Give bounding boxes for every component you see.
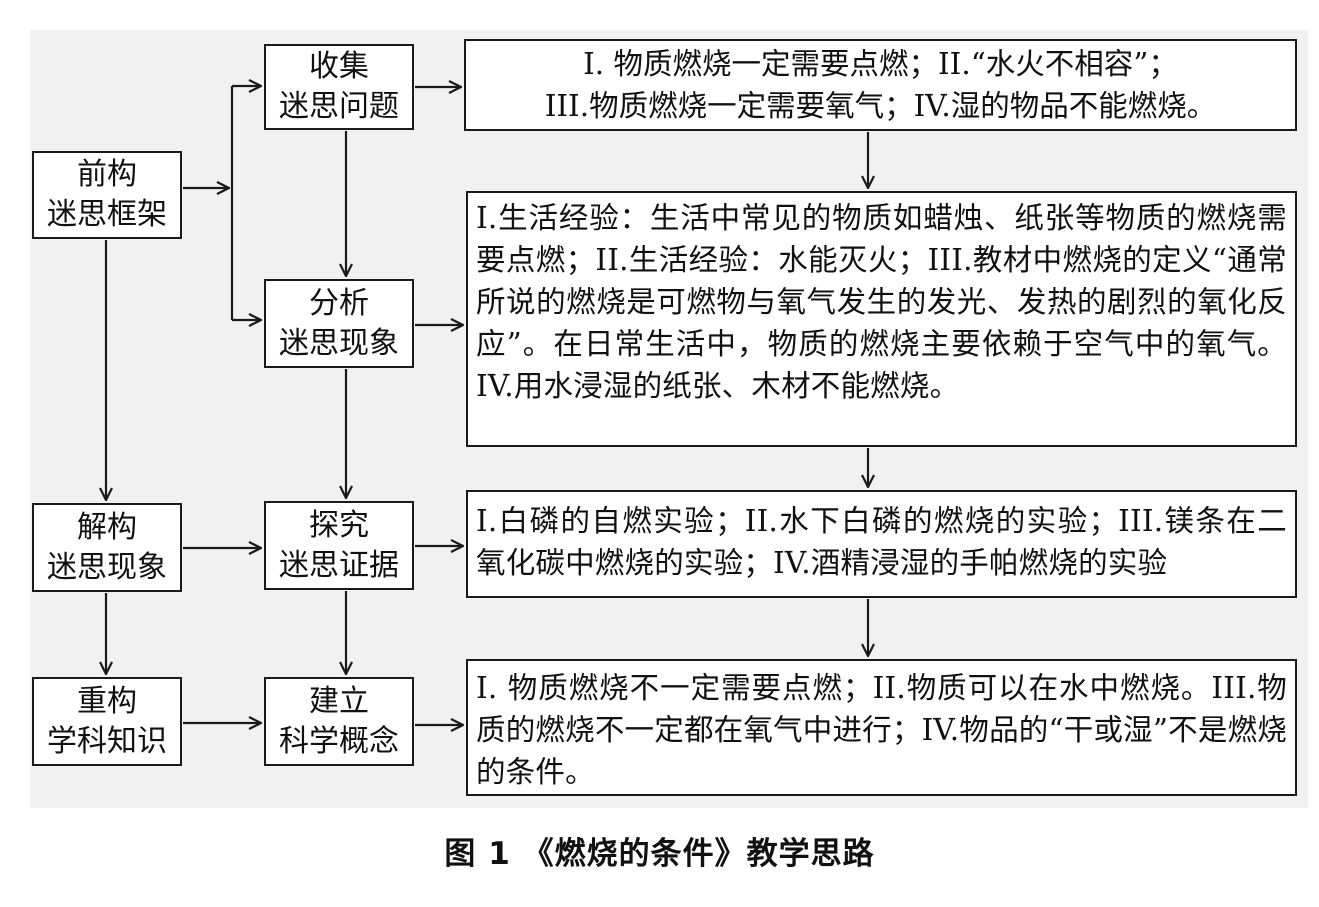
box-reconstruct-knowledge-label: 重构 学科知识 <box>47 683 167 759</box>
box-reconstruct-knowledge: 重构 学科知识 <box>32 677 182 766</box>
figure-caption: 图 1 《燃烧的条件》教学思路 <box>444 836 875 872</box>
box-establish-concepts: 建立 科学概念 <box>264 677 414 766</box>
box-deconstruct-phenomena-label: 解构 迷思现象 <box>47 509 167 585</box>
box-establish-concepts-label: 建立 科学概念 <box>279 683 399 759</box>
box-experiments: I.白磷的自燃实验；II.水下白磷的燃烧的实验；III.镁条在二氧化碳中燃烧的实… <box>466 490 1297 598</box>
box-collect-problems: 收集 迷思问题 <box>264 44 414 130</box>
box-deconstruct-phenomena: 解构 迷思现象 <box>32 503 182 592</box>
misconception-analysis-text: I.生活经验：生活中常见的物质如蜡烛、纸张等物质的燃烧需要点燃；II.生活经验：… <box>476 201 1287 403</box>
box-analyze-phenomena-label: 分析 迷思现象 <box>279 285 399 361</box>
box-explore-evidence-label: 探究 迷思证据 <box>279 507 399 583</box>
box-misconception-list: I. 物质燃烧一定需要点燃；II.“水火不相容”； III.物质燃烧一定需要氧气… <box>464 39 1297 131</box>
box-explore-evidence: 探究 迷思证据 <box>264 501 414 590</box>
box-collect-problems-label: 收集 迷思问题 <box>279 49 399 124</box>
experiments-text: I.白磷的自燃实验；II.水下白磷的燃烧的实验；III.镁条在二氧化碳中燃烧的实… <box>476 504 1287 580</box>
box-construct-framework: 前构 迷思框架 <box>32 151 182 239</box>
box-scientific-concepts: I. 物质燃烧不一定需要点燃；II.物质可以在水中燃烧。III.物质的燃烧不一定… <box>466 659 1297 796</box>
box-construct-framework-label: 前构 迷思框架 <box>47 157 167 232</box>
misconception-list-text: I. 物质燃烧一定需要点燃；II.“水火不相容”； III.物质燃烧一定需要氧气… <box>544 47 1217 123</box>
scientific-concepts-text: I. 物质燃烧不一定需要点燃；II.物质可以在水中燃烧。III.物质的燃烧不一定… <box>476 671 1287 789</box>
box-misconception-analysis: I.生活经验：生活中常见的物质如蜡烛、纸张等物质的燃烧需要点燃；II.生活经验：… <box>466 191 1297 447</box>
box-analyze-phenomena: 分析 迷思现象 <box>264 279 414 368</box>
